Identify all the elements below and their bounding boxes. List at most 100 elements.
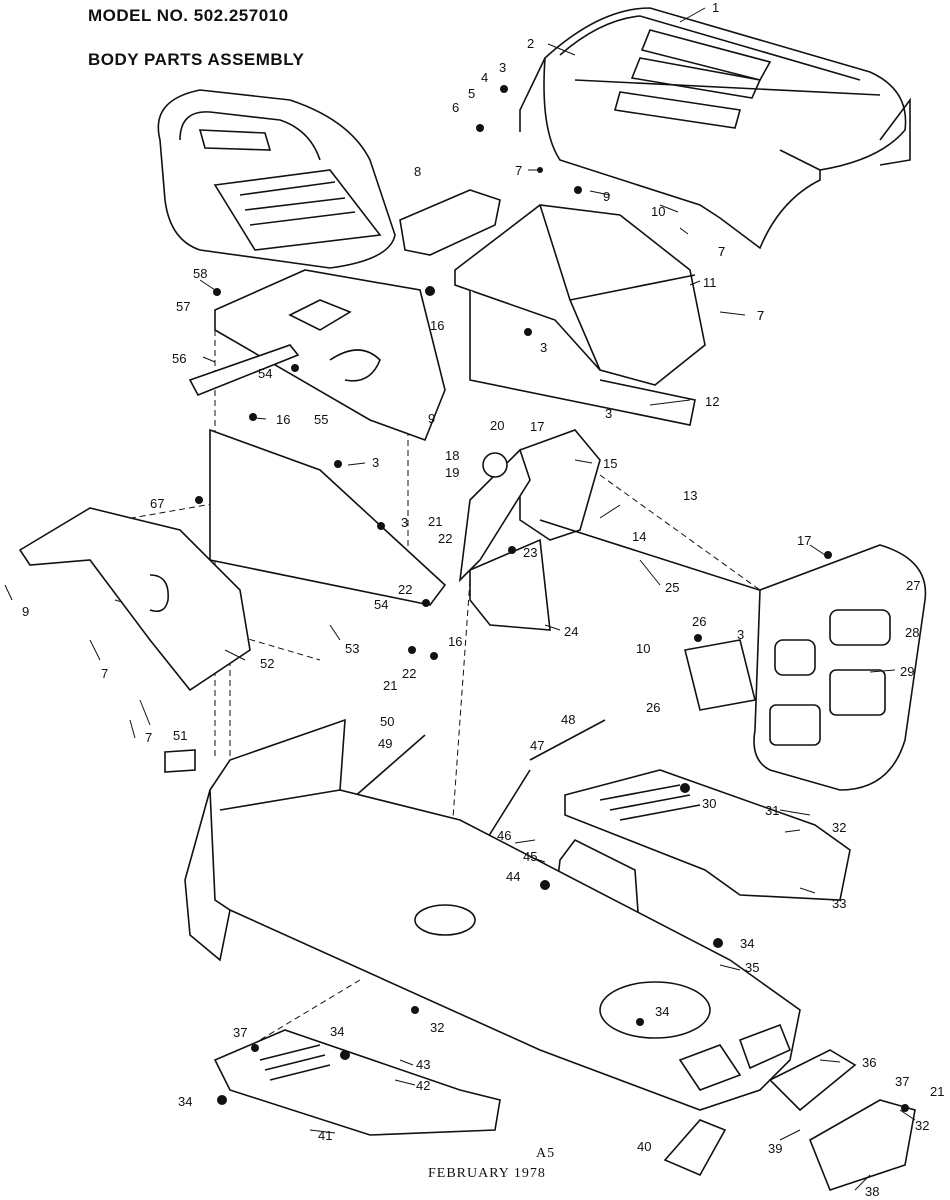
callout-label: 3 [401,515,408,530]
callout-label: 41 [318,1128,332,1143]
callout-label: 35 [745,960,759,975]
rod-part-47 [529,719,606,761]
rod-part-49 [344,734,426,806]
panel-part-24 [469,538,551,631]
callout-label: 10 [651,204,665,219]
callout-label: 10 [636,641,650,656]
callout-label: 19 [445,465,459,480]
callout-label: 3 [737,627,744,642]
panel-part-12 [469,290,696,426]
rod-part-25 [539,519,776,596]
callout-label: 23 [523,545,537,560]
callout-label: 47 [530,738,544,753]
callout-label: 22 [402,666,416,681]
callout-label: 45 [523,849,537,864]
callout-label: 32 [915,1118,929,1133]
callout-label: 16 [430,318,444,333]
leader-lines [4,7,916,1191]
callout-label: 34 [740,936,754,951]
steering-support-part [458,429,601,583]
callout-label: 7 [718,244,725,259]
callout-label: 40 [637,1139,651,1154]
callout-label: 20 [490,418,504,433]
callout-label: 8 [414,164,421,179]
callout-label: 14 [632,529,646,544]
callout-label: 17 [530,419,544,434]
bracket-part-26 [684,639,756,711]
callout-label: 42 [416,1078,430,1093]
callout-label: 44 [506,869,520,884]
callout-label: 50 [380,714,394,729]
callout-label: 3 [605,406,612,421]
callout-label: 7 [757,308,764,323]
callout-label: 3 [499,60,506,75]
seat-part [157,89,396,269]
dash-panel-part [454,204,706,386]
callout-label: 33 [832,896,846,911]
callout-label: 30 [702,796,716,811]
callout-label: 18 [445,448,459,463]
panel-part-53 [209,428,447,606]
main-frame-part [184,718,801,1111]
callout-label: 16 [276,412,290,427]
callout-label: 34 [178,1094,192,1109]
callout-label: 39 [768,1141,782,1156]
callout-label: 38 [865,1184,879,1199]
callout-label: 22 [398,582,412,597]
callout-label: 34 [655,1004,669,1019]
callout-label: 3 [540,340,547,355]
plate-part-51 [164,749,196,773]
callout-label: 26 [646,700,660,715]
callout-label: 52 [260,656,274,671]
callout-label: 54 [258,366,272,381]
callout-label: 28 [905,625,919,640]
callout-label: 7 [757,308,764,323]
callout-label: 32 [832,820,846,835]
bracket-part-8 [399,189,501,256]
callout-label: 7 [718,244,725,259]
callout-label: 9 [428,411,435,426]
callout-label: 1 [712,0,719,15]
hardware-points [195,85,909,1112]
page-code: A5 [536,1146,556,1161]
callout-label: 7 [515,163,522,178]
callout-label: 37 [895,1074,909,1089]
bracket-part-36 [768,1049,857,1112]
callout-label: 2 [527,36,534,51]
fender-part [18,507,251,692]
callout-label: 32 [430,1020,444,1035]
callout-label: 36 [862,1055,876,1070]
callout-label: 21 [428,514,442,529]
callout-label: 67 [150,496,164,511]
callout-label: 56 [172,351,186,366]
assembly-title: BODY PARTS ASSEMBLY [88,50,305,69]
callout-label: 17 [797,533,811,548]
callout-label: 13 [683,488,697,503]
callout-label: 43 [416,1057,430,1072]
callout-label: 7 [101,666,108,681]
callout-label: 16 [448,634,462,649]
seat-rail-part [188,344,300,397]
callout-label: 34 [330,1024,344,1039]
callout-label: 29 [900,664,914,679]
callout-label: 3 [372,455,379,470]
callout-label: 5 [468,86,475,101]
callout-label: 15 [603,456,617,471]
callout-label: 21 [930,1084,944,1099]
callout-label: 57 [176,299,190,314]
callout-label: 31 [765,803,779,818]
callout-label: 9 [603,189,610,204]
callout-label: 12 [705,394,719,409]
footrest-part [564,769,851,901]
callout-label: 46 [497,828,511,843]
callout-labels: 1 2 3 4 5 6 7 7 7 8 9 10 7 11 16 3 7 58 … [22,0,944,1199]
callout-label: 11 [703,275,717,290]
callout-label: 21 [383,678,397,693]
callout-label: 6 [452,100,459,115]
model-number-title: MODEL NO. 502.257010 [88,6,289,25]
bracket-part-40 [663,1119,727,1177]
callout-label: 51 [173,728,187,743]
callout-label: 48 [561,712,575,727]
callout-label: 37 [233,1025,247,1040]
